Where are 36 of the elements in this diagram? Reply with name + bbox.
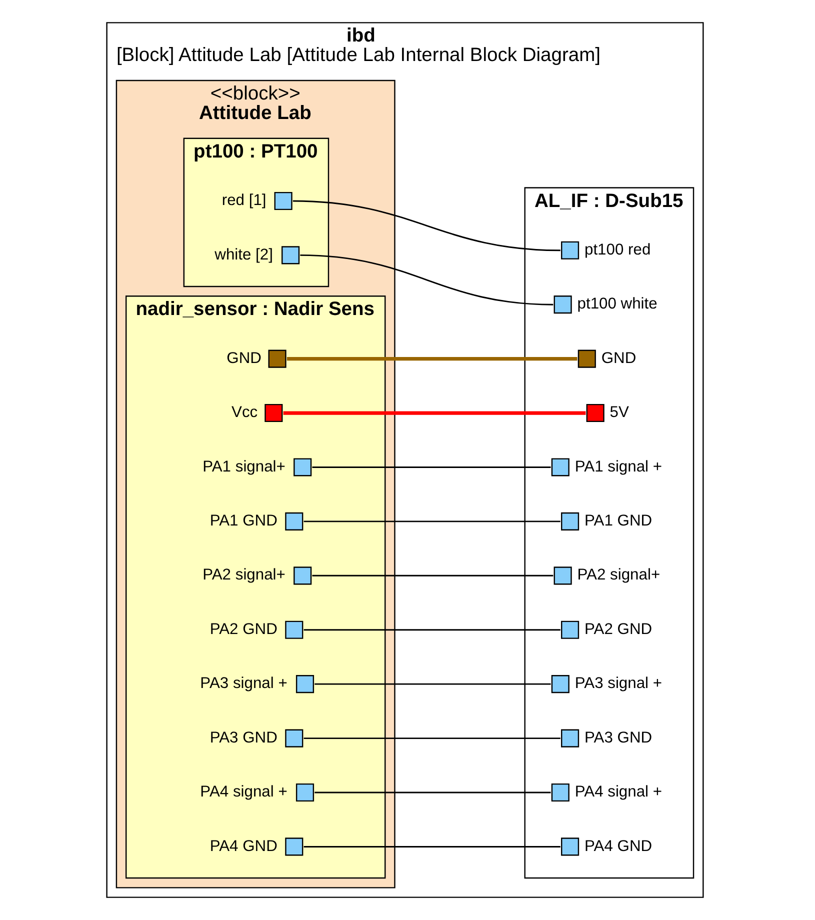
connector [292,200,560,252]
node-label: PA2 GND [584,620,652,638]
node-label: white [2] [214,246,272,264]
node-label: PA3 signal + [200,675,287,692]
connector [314,792,550,794]
connector [314,683,550,685]
node-label: 5V [609,404,628,422]
node-label: PA2 GND [209,620,277,638]
connector [312,466,550,468]
node-label: PA2 signal+ [576,566,660,584]
connector [303,846,560,848]
node-label: Vcc [231,404,258,422]
node-label: PA3 GND [209,729,277,746]
node-label: GND [600,350,636,367]
node-label: PA4 signal + [574,784,662,801]
node-label: PA4 signal + [200,784,287,801]
node-label: GND [226,350,261,367]
connector [303,629,560,631]
connector [312,574,553,576]
connector [300,254,553,306]
node-label: red [1] [221,192,266,210]
node-label: PA1 GND [209,512,277,530]
node-label: PA3 GND [584,729,652,746]
node-label: PA3 signal + [574,675,662,692]
node-label: PA1 signal+ [202,458,285,476]
connector [303,520,560,522]
node-label: pt100 red [584,241,650,258]
connector [282,411,586,415]
node-label: PA1 GND [584,512,652,530]
node-label: PA2 signal+ [202,566,285,584]
node-label: PA4 GND [209,838,277,855]
node-label: PA1 signal + [574,458,662,476]
node-label: PA4 GND [584,838,652,855]
connector [286,357,577,361]
node-label: pt100 white [576,296,657,313]
connector [303,738,560,740]
